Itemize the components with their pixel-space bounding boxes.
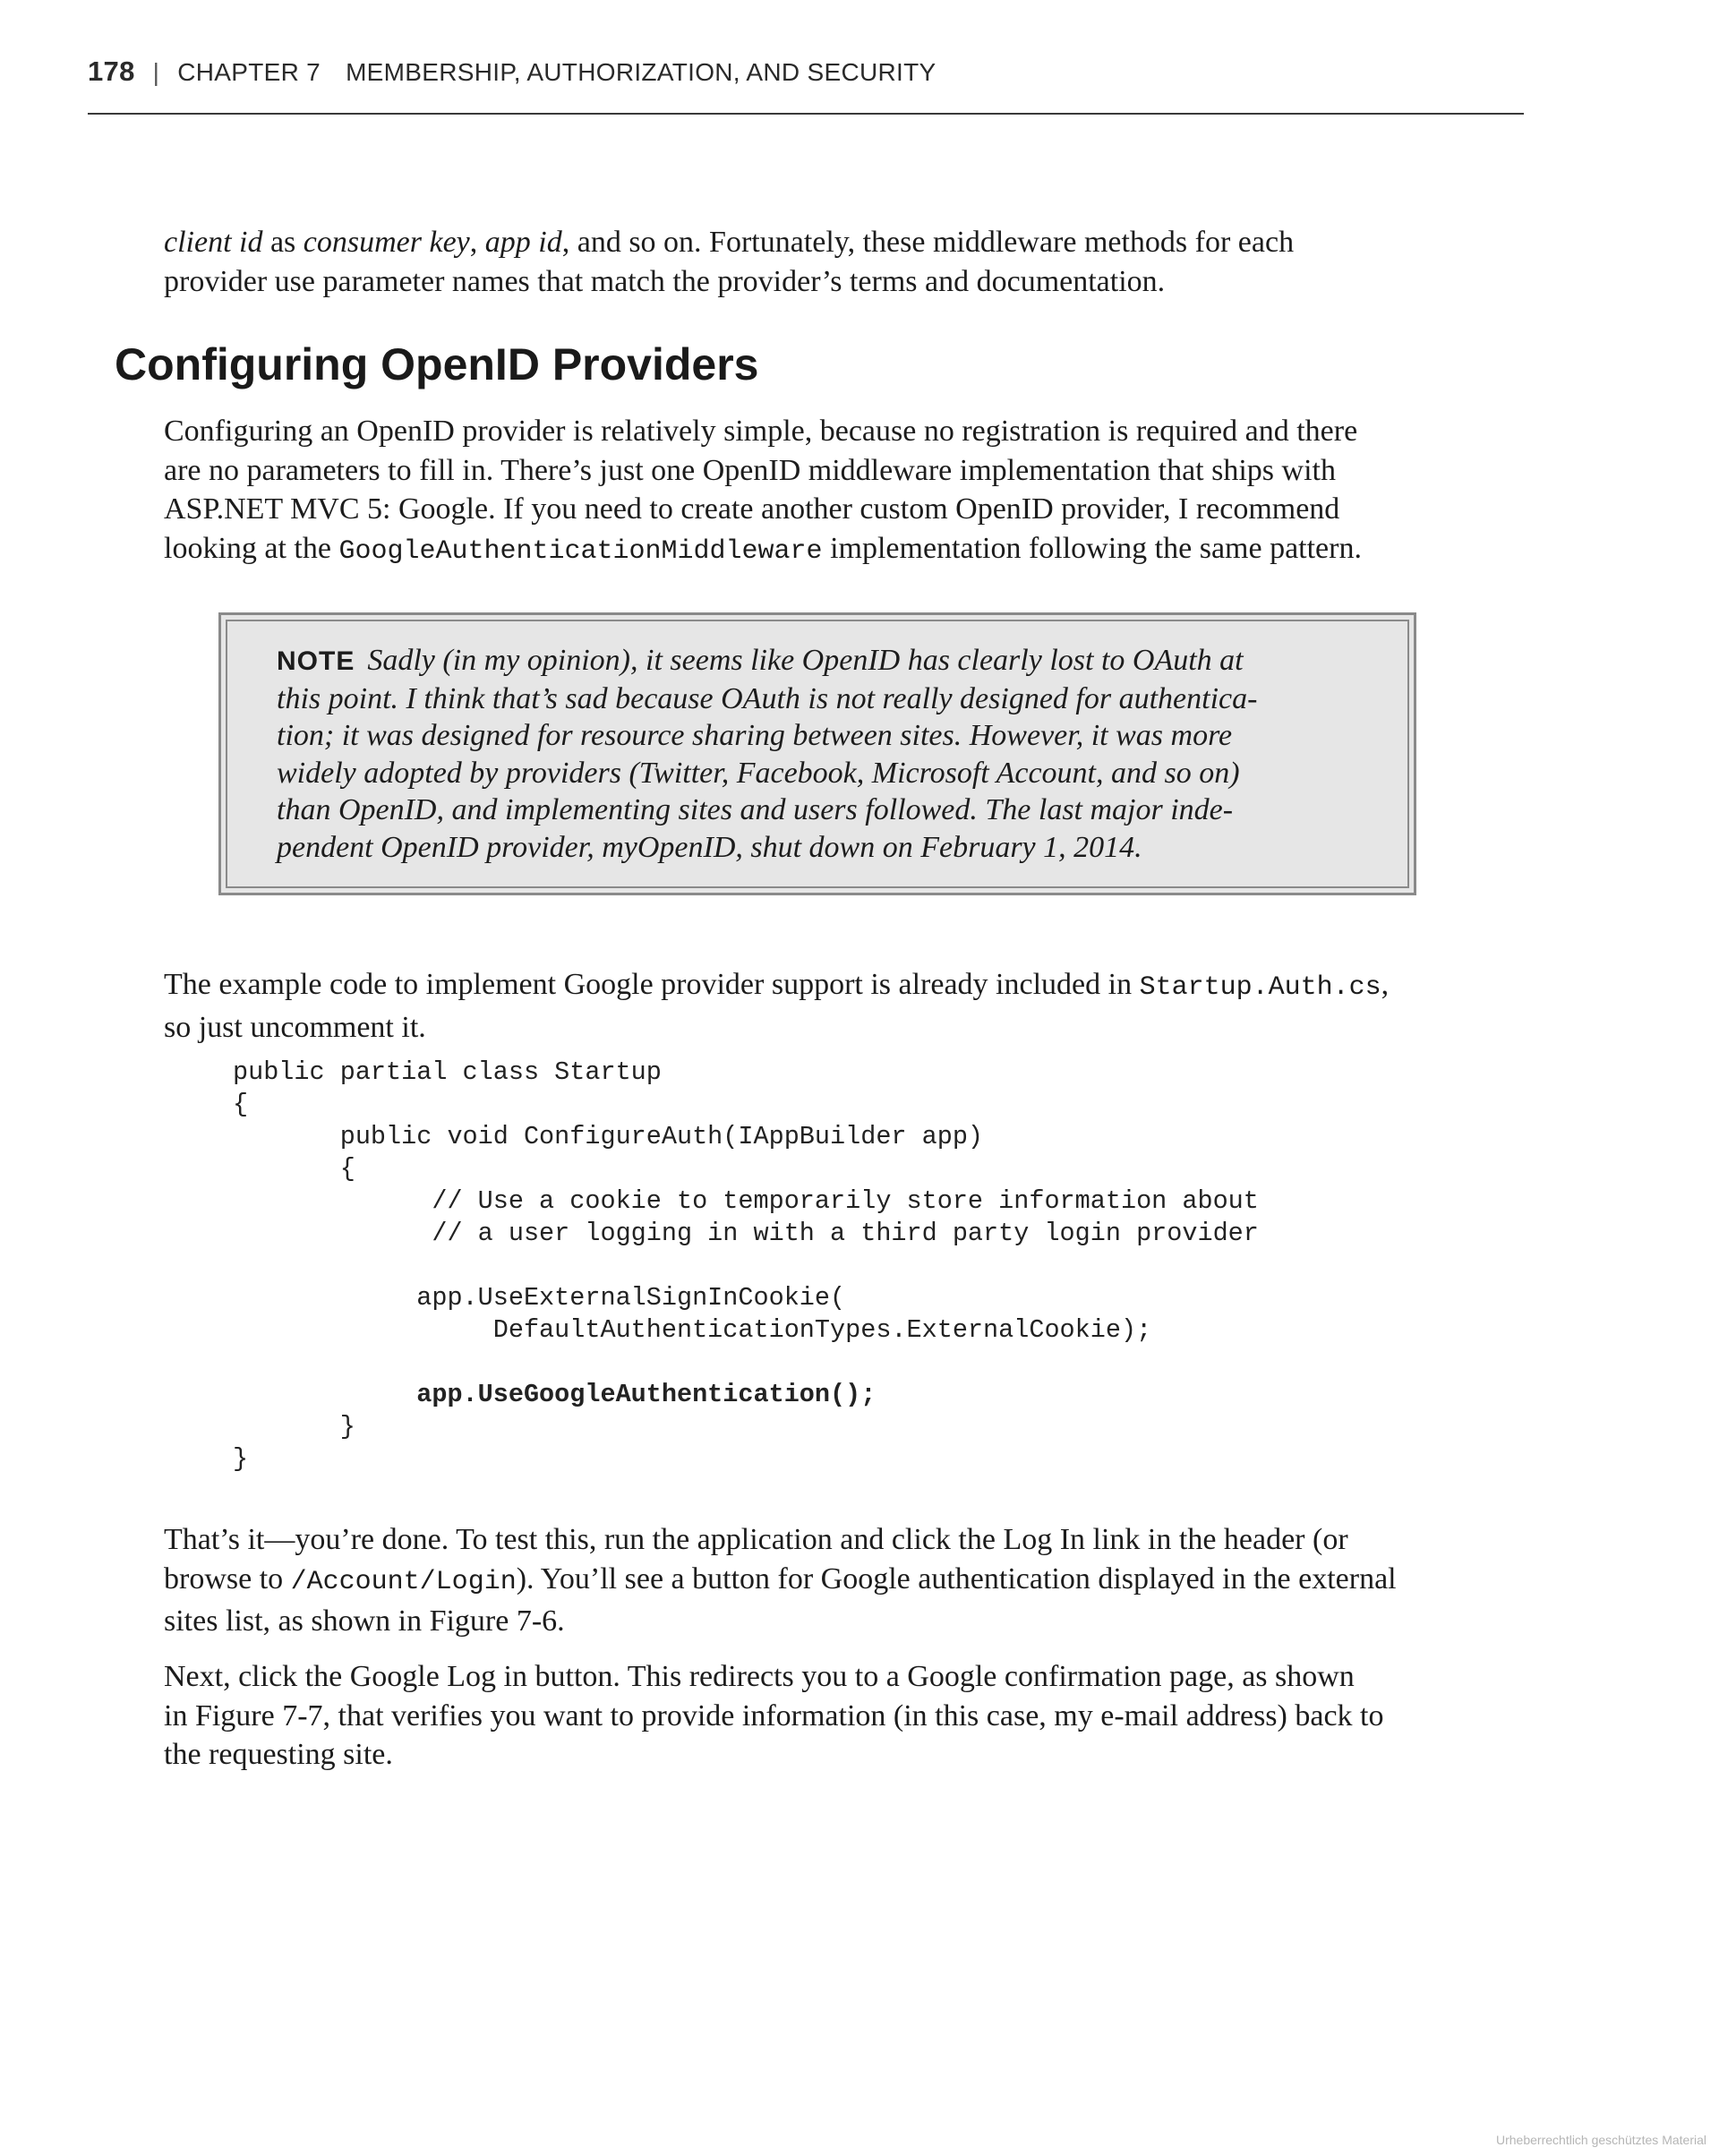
intro-line-2: provider use parameter names that match … [164, 264, 1166, 298]
note-box: NOTE Sadly (in my opinion), it seems like… [218, 612, 1416, 895]
code-line: DefaultAuthenticationTypes.ExternalCooki… [233, 1315, 1152, 1345]
code-line-highlighted: app.UseGoogleAuthentication(); [233, 1380, 877, 1409]
code-line: } [233, 1412, 355, 1442]
section-heading: Configuring OpenID Providers [115, 339, 759, 389]
intro-paragraph: client id as consumer key, app id, and s… [164, 223, 1525, 301]
code-line: { [233, 1154, 355, 1184]
next-line-3: the requesting site. [164, 1738, 393, 1771]
term-consumer-key: consumer key [303, 226, 470, 259]
code-line: public partial class Startup [233, 1057, 662, 1087]
openid-line-2: are no parameters to fill in. There’s ju… [164, 453, 1336, 487]
copyright-watermark: Urheberrechtlich geschütztes Material [1496, 2133, 1706, 2147]
example-line-1-comma: , [1381, 968, 1390, 1001]
openid-line-1: Configuring an OpenID provider is relati… [164, 415, 1358, 448]
note-line-2: this point. I think that’s sad because O… [277, 681, 1258, 715]
code-line [233, 1250, 1259, 1282]
note-line-3: tion; it was designed for resource shari… [277, 719, 1233, 752]
note-label: NOTE [277, 646, 355, 676]
example-line-2: so just uncomment it. [164, 1010, 426, 1044]
done-line-2-text: browse to [164, 1561, 291, 1596]
chapter-title: MEMBERSHIP, AUTHORIZATION, AND SECURITY [346, 58, 936, 86]
intro-text: as [262, 226, 304, 259]
example-line-1-text: The example code to implement Google pro… [164, 968, 1140, 1001]
openid-line-3: ASP.NET MVC 5: Google. If you need to cr… [164, 492, 1340, 526]
openid-line-4-rest: implementation following the same patter… [822, 531, 1362, 565]
chapter-number: CHAPTER 7 [177, 58, 321, 86]
next-line-1: Next, click the Google Log in button. Th… [164, 1660, 1355, 1693]
startup-auth-filename: Startup.Auth.cs [1139, 972, 1381, 1003]
done-line-1: That’s it—you’re done. To test this, run… [164, 1523, 1348, 1556]
code-line: { [233, 1090, 249, 1119]
example-paragraph: The example code to implement Google pro… [164, 965, 1525, 1047]
code-line: // Use a cookie to temporarily store inf… [233, 1186, 1259, 1216]
example-line-1: The example code to implement Google pro… [164, 965, 1525, 1008]
term-app-id: app id [484, 226, 562, 259]
intro-comma: , [469, 226, 485, 259]
intro-line-1: client id as consumer key, app id, and s… [164, 223, 1525, 262]
term-client-id: client id [164, 226, 263, 259]
note-text: NOTE Sadly (in my opinion), it seems like… [277, 642, 1257, 866]
note-line-6: pendent OpenID provider, myOpenID, shut … [277, 830, 1142, 864]
note-inner-border [226, 620, 1409, 888]
code-line: // a user logging in with a third party … [233, 1219, 1259, 1248]
done-line-2-rest: ). You’ll see a button for Google authen… [516, 1561, 1397, 1596]
done-line-2: browse to /Account/Login). You’ll see a … [164, 1560, 1525, 1603]
page-number: 178 [88, 56, 135, 87]
header-separator: | [152, 58, 160, 86]
code-line [233, 1347, 1259, 1379]
note-line-1-text: Sadly (in my opinion), it seems like Ope… [367, 644, 1244, 677]
openid-line-4-text: looking at the [164, 531, 339, 565]
note-line-5: than OpenID, and implementing sites and … [277, 793, 1234, 826]
note-line-4: widely adopted by providers (Twitter, Fa… [277, 756, 1240, 790]
middleware-class-name: GoogleAuthenticationMiddleware [338, 535, 823, 567]
code-listing: public partial class Startup { public vo… [233, 1057, 1259, 1476]
note-line-1: NOTE Sadly (in my opinion), it seems like… [277, 642, 1257, 680]
login-route: /Account/Login [290, 1566, 517, 1597]
code-line: } [233, 1444, 249, 1474]
next-line-2: in Figure 7-7, that verifies you want to… [164, 1698, 1384, 1732]
code-line: public void ConfigureAuth(IAppBuilder ap… [233, 1122, 984, 1151]
openid-line-4: looking at the GoogleAuthenticationMiddl… [164, 529, 1525, 572]
next-paragraph: Next, click the Google Log in button. Th… [164, 1657, 1525, 1775]
code-line: app.UseExternalSignInCookie( [233, 1283, 846, 1313]
running-header: 178 | CHAPTER 7 MEMBERSHIP, AUTHORIZATION, … [88, 56, 1524, 115]
done-paragraph: That’s it—you’re done. To test this, run… [164, 1520, 1525, 1641]
intro-text-rest: , and so on. Fortunately, these middlewa… [561, 226, 1295, 259]
done-line-3: sites list, as shown in Figure 7-6. [164, 1604, 565, 1638]
openid-paragraph: Configuring an OpenID provider is relati… [164, 412, 1525, 571]
